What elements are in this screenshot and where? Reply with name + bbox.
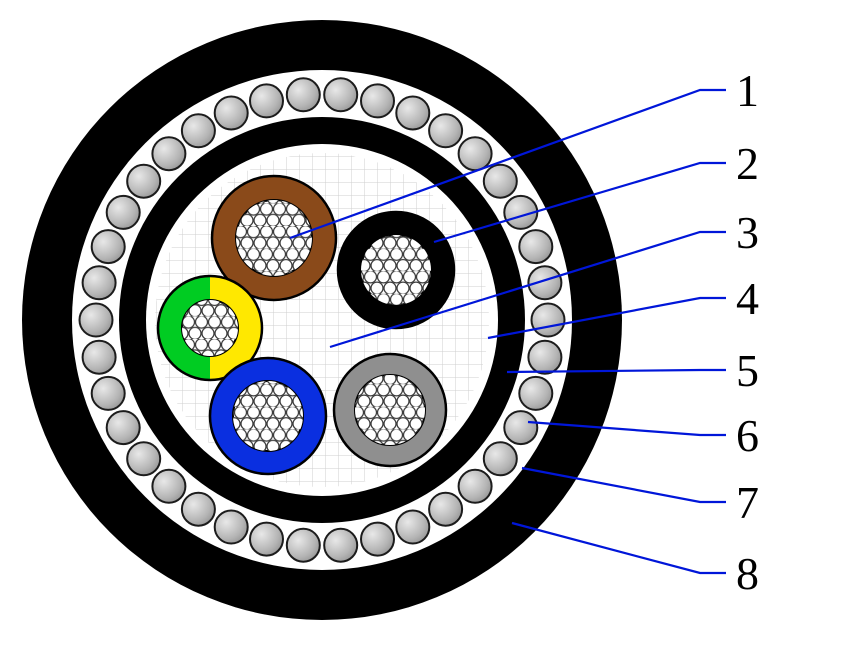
leader-line-1 — [289, 88, 726, 240]
armor-wire — [126, 163, 162, 199]
core-green-yellow — [156, 274, 264, 382]
core-gray-strands — [355, 375, 425, 445]
core-black — [336, 210, 456, 330]
armor-wire — [285, 527, 321, 563]
core-brown-strands — [236, 200, 312, 276]
core-blue-strands — [233, 381, 303, 451]
label-7: 7 — [736, 477, 759, 528]
label-2: 2 — [736, 138, 759, 189]
label-4: 4 — [736, 273, 759, 324]
armor-wire — [126, 441, 162, 477]
armor-wire — [323, 77, 359, 113]
core-gy-strands — [182, 300, 238, 356]
core-brown — [210, 174, 338, 302]
armor-wire — [213, 509, 249, 545]
armor-wire — [457, 468, 493, 504]
armor-wire — [530, 302, 566, 338]
leader-line-4 — [487, 296, 726, 340]
armor-wire — [482, 163, 518, 199]
armor-wire — [81, 265, 117, 301]
armor-wire — [180, 113, 216, 149]
core-gray — [332, 352, 448, 468]
armor-wire — [105, 194, 141, 230]
core-gy-outline — [156, 274, 264, 382]
armor-wire — [81, 339, 117, 375]
core-black-strands — [361, 235, 431, 305]
leader-line-8 — [511, 521, 726, 575]
leader-line-5 — [506, 368, 726, 374]
armor-wire — [395, 509, 431, 545]
armor-wire — [527, 265, 563, 301]
armor-wire — [428, 491, 464, 527]
cable-cross-section — [22, 20, 622, 620]
armor-wire — [503, 410, 539, 446]
label-3: 3 — [736, 207, 759, 258]
armor-wire — [180, 491, 216, 527]
armor-wire — [360, 83, 395, 119]
armor-wire — [285, 77, 321, 113]
leader-line-7 — [521, 466, 726, 504]
label-8: 8 — [736, 548, 759, 599]
label-1: 1 — [736, 65, 759, 116]
leader-line-6 — [527, 420, 726, 437]
armor-wire — [249, 521, 284, 557]
armor-wire-layer — [78, 77, 566, 563]
armor-wire — [527, 339, 563, 375]
armor-wire — [428, 113, 464, 149]
armor-wire — [105, 410, 141, 446]
armor-wire — [457, 136, 493, 172]
armor-wire — [482, 441, 518, 477]
labels: 1 2 3 4 5 6 7 8 — [736, 65, 759, 599]
armor-wire — [90, 375, 126, 411]
armor-wire — [249, 83, 284, 119]
leader-line-3 — [329, 230, 726, 349]
armor-wire — [151, 136, 187, 172]
armor-wire — [90, 229, 126, 265]
armor-wire — [78, 302, 114, 338]
armor-wire — [518, 229, 554, 265]
armor-wire — [213, 95, 249, 131]
leader-lines — [289, 88, 726, 575]
core-blue — [208, 356, 328, 476]
label-5: 5 — [736, 345, 759, 396]
label-6: 6 — [736, 410, 759, 461]
armor-wire — [360, 521, 395, 557]
armor-wire — [323, 527, 359, 563]
armor-wire — [395, 95, 431, 131]
leader-line-2 — [433, 161, 726, 244]
armor-wire — [518, 375, 554, 411]
armor-wire — [151, 468, 187, 504]
